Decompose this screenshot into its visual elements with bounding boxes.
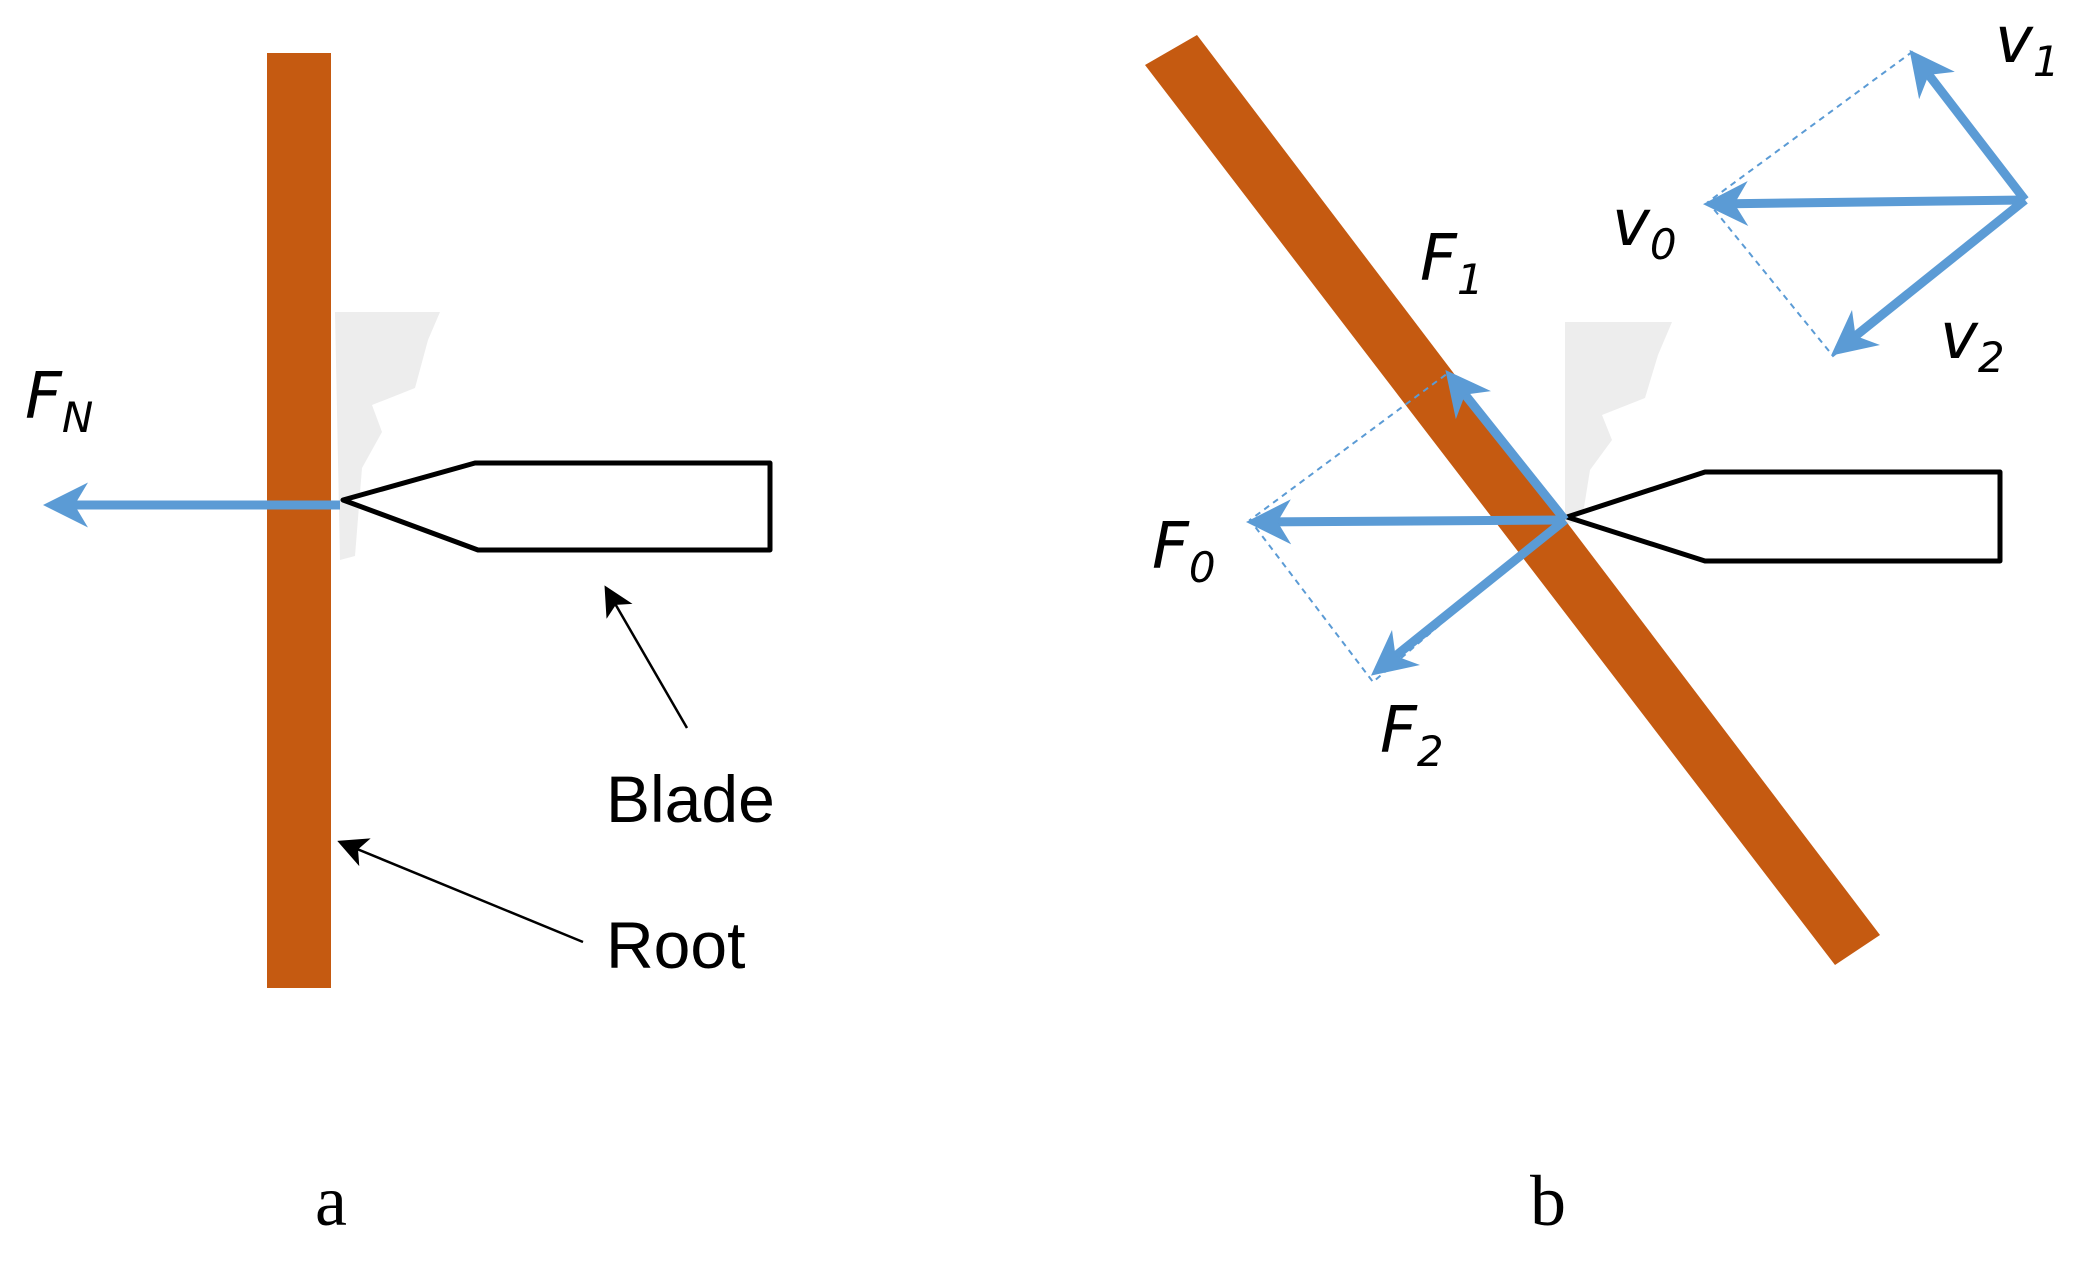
root-bar-b <box>1145 35 1880 965</box>
root-label: Root <box>606 908 745 982</box>
blade-pointer-arrow <box>604 585 689 729</box>
panel-b: F1 F0 F2 v1 v0 v2 b <box>1145 4 2060 1241</box>
fn-label: FN <box>25 360 93 442</box>
v0-label: v0 <box>1612 187 1677 269</box>
v1-label: v1 <box>1995 4 2060 86</box>
caption-b: b <box>1530 1161 1566 1241</box>
blade-b <box>1564 469 2003 564</box>
root-pointer-arrow <box>337 838 584 944</box>
force-arrow-f1 <box>1445 369 1569 523</box>
blade-a <box>340 460 773 553</box>
caption-a: a <box>315 1161 347 1241</box>
f1-label: F1 <box>1420 222 1484 304</box>
panel-a: FN Blade Root a <box>25 53 775 1241</box>
velocity-arrow-v1 <box>1909 49 2029 203</box>
velocity-arrow-v0 <box>1703 181 2026 227</box>
blade-shadow-b <box>1565 322 1672 525</box>
f2-label: F2 <box>1380 694 1444 776</box>
f0-label: F0 <box>1152 510 1216 592</box>
v2-label: v2 <box>1940 300 2005 382</box>
force-arrow-f2 <box>1370 516 1568 676</box>
force-arrow-f0 <box>1246 499 1566 545</box>
blade-shadow-a <box>335 312 440 560</box>
root-bar-a <box>267 53 331 988</box>
velocity-arrow-v2 <box>1830 196 2028 356</box>
blade-label: Blade <box>606 762 775 836</box>
